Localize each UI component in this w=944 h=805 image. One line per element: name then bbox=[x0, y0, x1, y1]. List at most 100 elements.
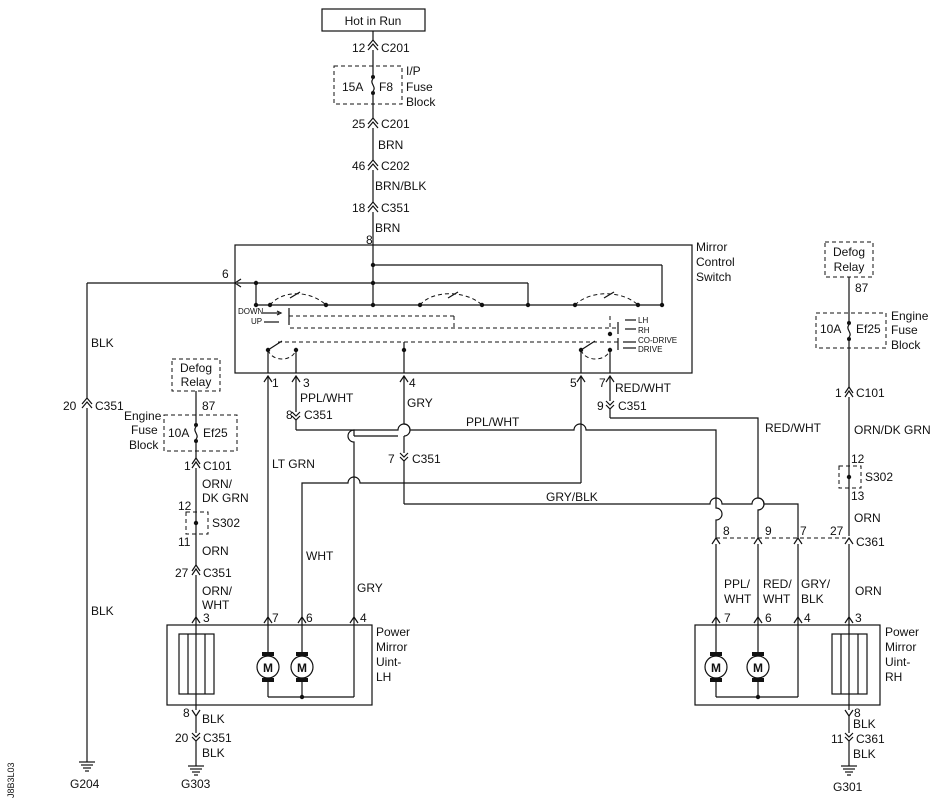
svg-text:BLK: BLK bbox=[202, 712, 225, 726]
svg-text:9: 9 bbox=[597, 399, 604, 413]
svg-text:Power: Power bbox=[885, 625, 919, 639]
svg-text:M: M bbox=[263, 661, 273, 675]
svg-text:Relay: Relay bbox=[834, 260, 865, 274]
svg-text:1: 1 bbox=[835, 386, 842, 400]
svg-text:C351: C351 bbox=[95, 399, 124, 413]
svg-text:C351: C351 bbox=[304, 408, 333, 422]
svg-text:3: 3 bbox=[203, 611, 210, 625]
svg-text:ORN: ORN bbox=[202, 544, 229, 558]
svg-text:C351: C351 bbox=[203, 566, 232, 580]
power-mirror-rh bbox=[694, 624, 881, 706]
svg-text:S302: S302 bbox=[865, 470, 893, 484]
svg-text:Defog: Defog bbox=[833, 245, 865, 259]
svg-text:M: M bbox=[297, 661, 307, 675]
ip-fuse-block bbox=[333, 65, 403, 105]
ground-g303-icon bbox=[188, 765, 204, 776]
svg-text:ORN/: ORN/ bbox=[202, 584, 233, 598]
engine-fuse-block-rh bbox=[815, 312, 887, 349]
svg-text:20: 20 bbox=[63, 399, 77, 413]
svg-text:ORN/DK GRN: ORN/DK GRN bbox=[854, 423, 931, 437]
svg-text:I/P: I/P bbox=[406, 64, 421, 78]
svg-text:8: 8 bbox=[723, 524, 730, 538]
svg-text:1: 1 bbox=[272, 376, 279, 390]
svg-text:BLK: BLK bbox=[801, 592, 824, 606]
svg-text:12: 12 bbox=[352, 41, 366, 55]
connector-c201-in bbox=[367, 39, 379, 47]
svg-text:46: 46 bbox=[352, 159, 366, 173]
svg-text:CO-DRIVE: CO-DRIVE bbox=[638, 336, 677, 345]
svg-text:8: 8 bbox=[286, 408, 293, 422]
splice-s302-rh bbox=[838, 465, 862, 489]
svg-text:7: 7 bbox=[724, 611, 731, 625]
engine-fuse-block-lh bbox=[163, 414, 238, 452]
svg-text:BLK: BLK bbox=[202, 746, 225, 760]
svg-text:WHT: WHT bbox=[763, 592, 791, 606]
svg-text:7: 7 bbox=[388, 452, 395, 466]
svg-text:Control: Control bbox=[696, 255, 735, 269]
svg-text:Block: Block bbox=[406, 95, 436, 109]
svg-text:7: 7 bbox=[272, 611, 279, 625]
svg-text:BLK: BLK bbox=[853, 747, 876, 761]
svg-text:ORN: ORN bbox=[854, 511, 881, 525]
svg-text:LT GRN: LT GRN bbox=[272, 457, 315, 471]
svg-text:S302: S302 bbox=[212, 516, 240, 530]
svg-text:Fuse: Fuse bbox=[891, 323, 918, 337]
svg-text:8: 8 bbox=[366, 233, 373, 247]
svg-text:87: 87 bbox=[855, 281, 869, 295]
svg-text:Uint-: Uint- bbox=[376, 655, 401, 669]
svg-text:Mirror: Mirror bbox=[885, 640, 916, 654]
svg-text:BRN: BRN bbox=[375, 221, 400, 235]
svg-text:RED/WHT: RED/WHT bbox=[615, 381, 672, 395]
svg-text:WHT: WHT bbox=[306, 549, 334, 563]
svg-text:Fuse: Fuse bbox=[131, 423, 158, 437]
svg-text:BRN/BLK: BRN/BLK bbox=[375, 179, 426, 193]
svg-text:PPL/WHT: PPL/WHT bbox=[466, 415, 520, 429]
svg-text:3: 3 bbox=[303, 376, 310, 390]
svg-text:4: 4 bbox=[360, 611, 367, 625]
splice-s302-lh bbox=[185, 511, 209, 535]
connector-c201-out bbox=[367, 117, 379, 125]
svg-text:4: 4 bbox=[804, 611, 811, 625]
svg-text:Uint-: Uint- bbox=[885, 655, 910, 669]
svg-text:3: 3 bbox=[855, 611, 862, 625]
fuse-f8-icon bbox=[371, 78, 375, 92]
svg-text:C202: C202 bbox=[381, 159, 410, 173]
svg-text:C351: C351 bbox=[203, 731, 232, 745]
svg-text:Relay: Relay bbox=[181, 375, 212, 389]
defog-relay-lh bbox=[171, 358, 221, 392]
svg-text:Ef25: Ef25 bbox=[856, 322, 881, 336]
svg-text:Defog: Defog bbox=[180, 361, 212, 375]
svg-text:GRY/BLK: GRY/BLK bbox=[546, 490, 598, 504]
fuse-ef25-rh-icon bbox=[847, 324, 851, 338]
fuse-ef25-lh-icon bbox=[194, 426, 198, 440]
svg-text:Ef25: Ef25 bbox=[203, 426, 228, 440]
svg-text:6: 6 bbox=[306, 611, 313, 625]
svg-text:LH: LH bbox=[376, 670, 391, 684]
svg-text:DOWN: DOWN bbox=[238, 307, 264, 316]
svg-text:7: 7 bbox=[599, 376, 606, 390]
svg-text:Mirror: Mirror bbox=[696, 240, 727, 254]
svg-text:GRY/: GRY/ bbox=[801, 577, 831, 591]
svg-text:RED/WHT: RED/WHT bbox=[765, 421, 822, 435]
svg-text:RH: RH bbox=[638, 326, 650, 335]
mirror-control-switch bbox=[234, 244, 693, 374]
svg-text:11: 11 bbox=[831, 732, 844, 746]
svg-text:C351: C351 bbox=[618, 399, 647, 413]
svg-text:Engine: Engine bbox=[891, 309, 929, 323]
connector-c351-left bbox=[81, 397, 93, 405]
svg-text:Fuse: Fuse bbox=[406, 80, 433, 94]
svg-text:PPL/WHT: PPL/WHT bbox=[300, 391, 354, 405]
connector-c351-main bbox=[367, 201, 379, 209]
figure-code: J8B3L03 bbox=[6, 762, 16, 798]
svg-text:13: 13 bbox=[851, 489, 865, 503]
svg-text:Block: Block bbox=[891, 338, 921, 352]
ground-g301-icon bbox=[841, 765, 857, 776]
svg-text:1: 1 bbox=[184, 459, 191, 473]
svg-text:20: 20 bbox=[175, 731, 189, 745]
svg-text:87: 87 bbox=[202, 399, 216, 413]
svg-text:DK GRN: DK GRN bbox=[202, 491, 249, 505]
svg-text:C201: C201 bbox=[381, 41, 410, 55]
svg-text:7: 7 bbox=[800, 524, 807, 538]
svg-text:WHT: WHT bbox=[724, 592, 752, 606]
